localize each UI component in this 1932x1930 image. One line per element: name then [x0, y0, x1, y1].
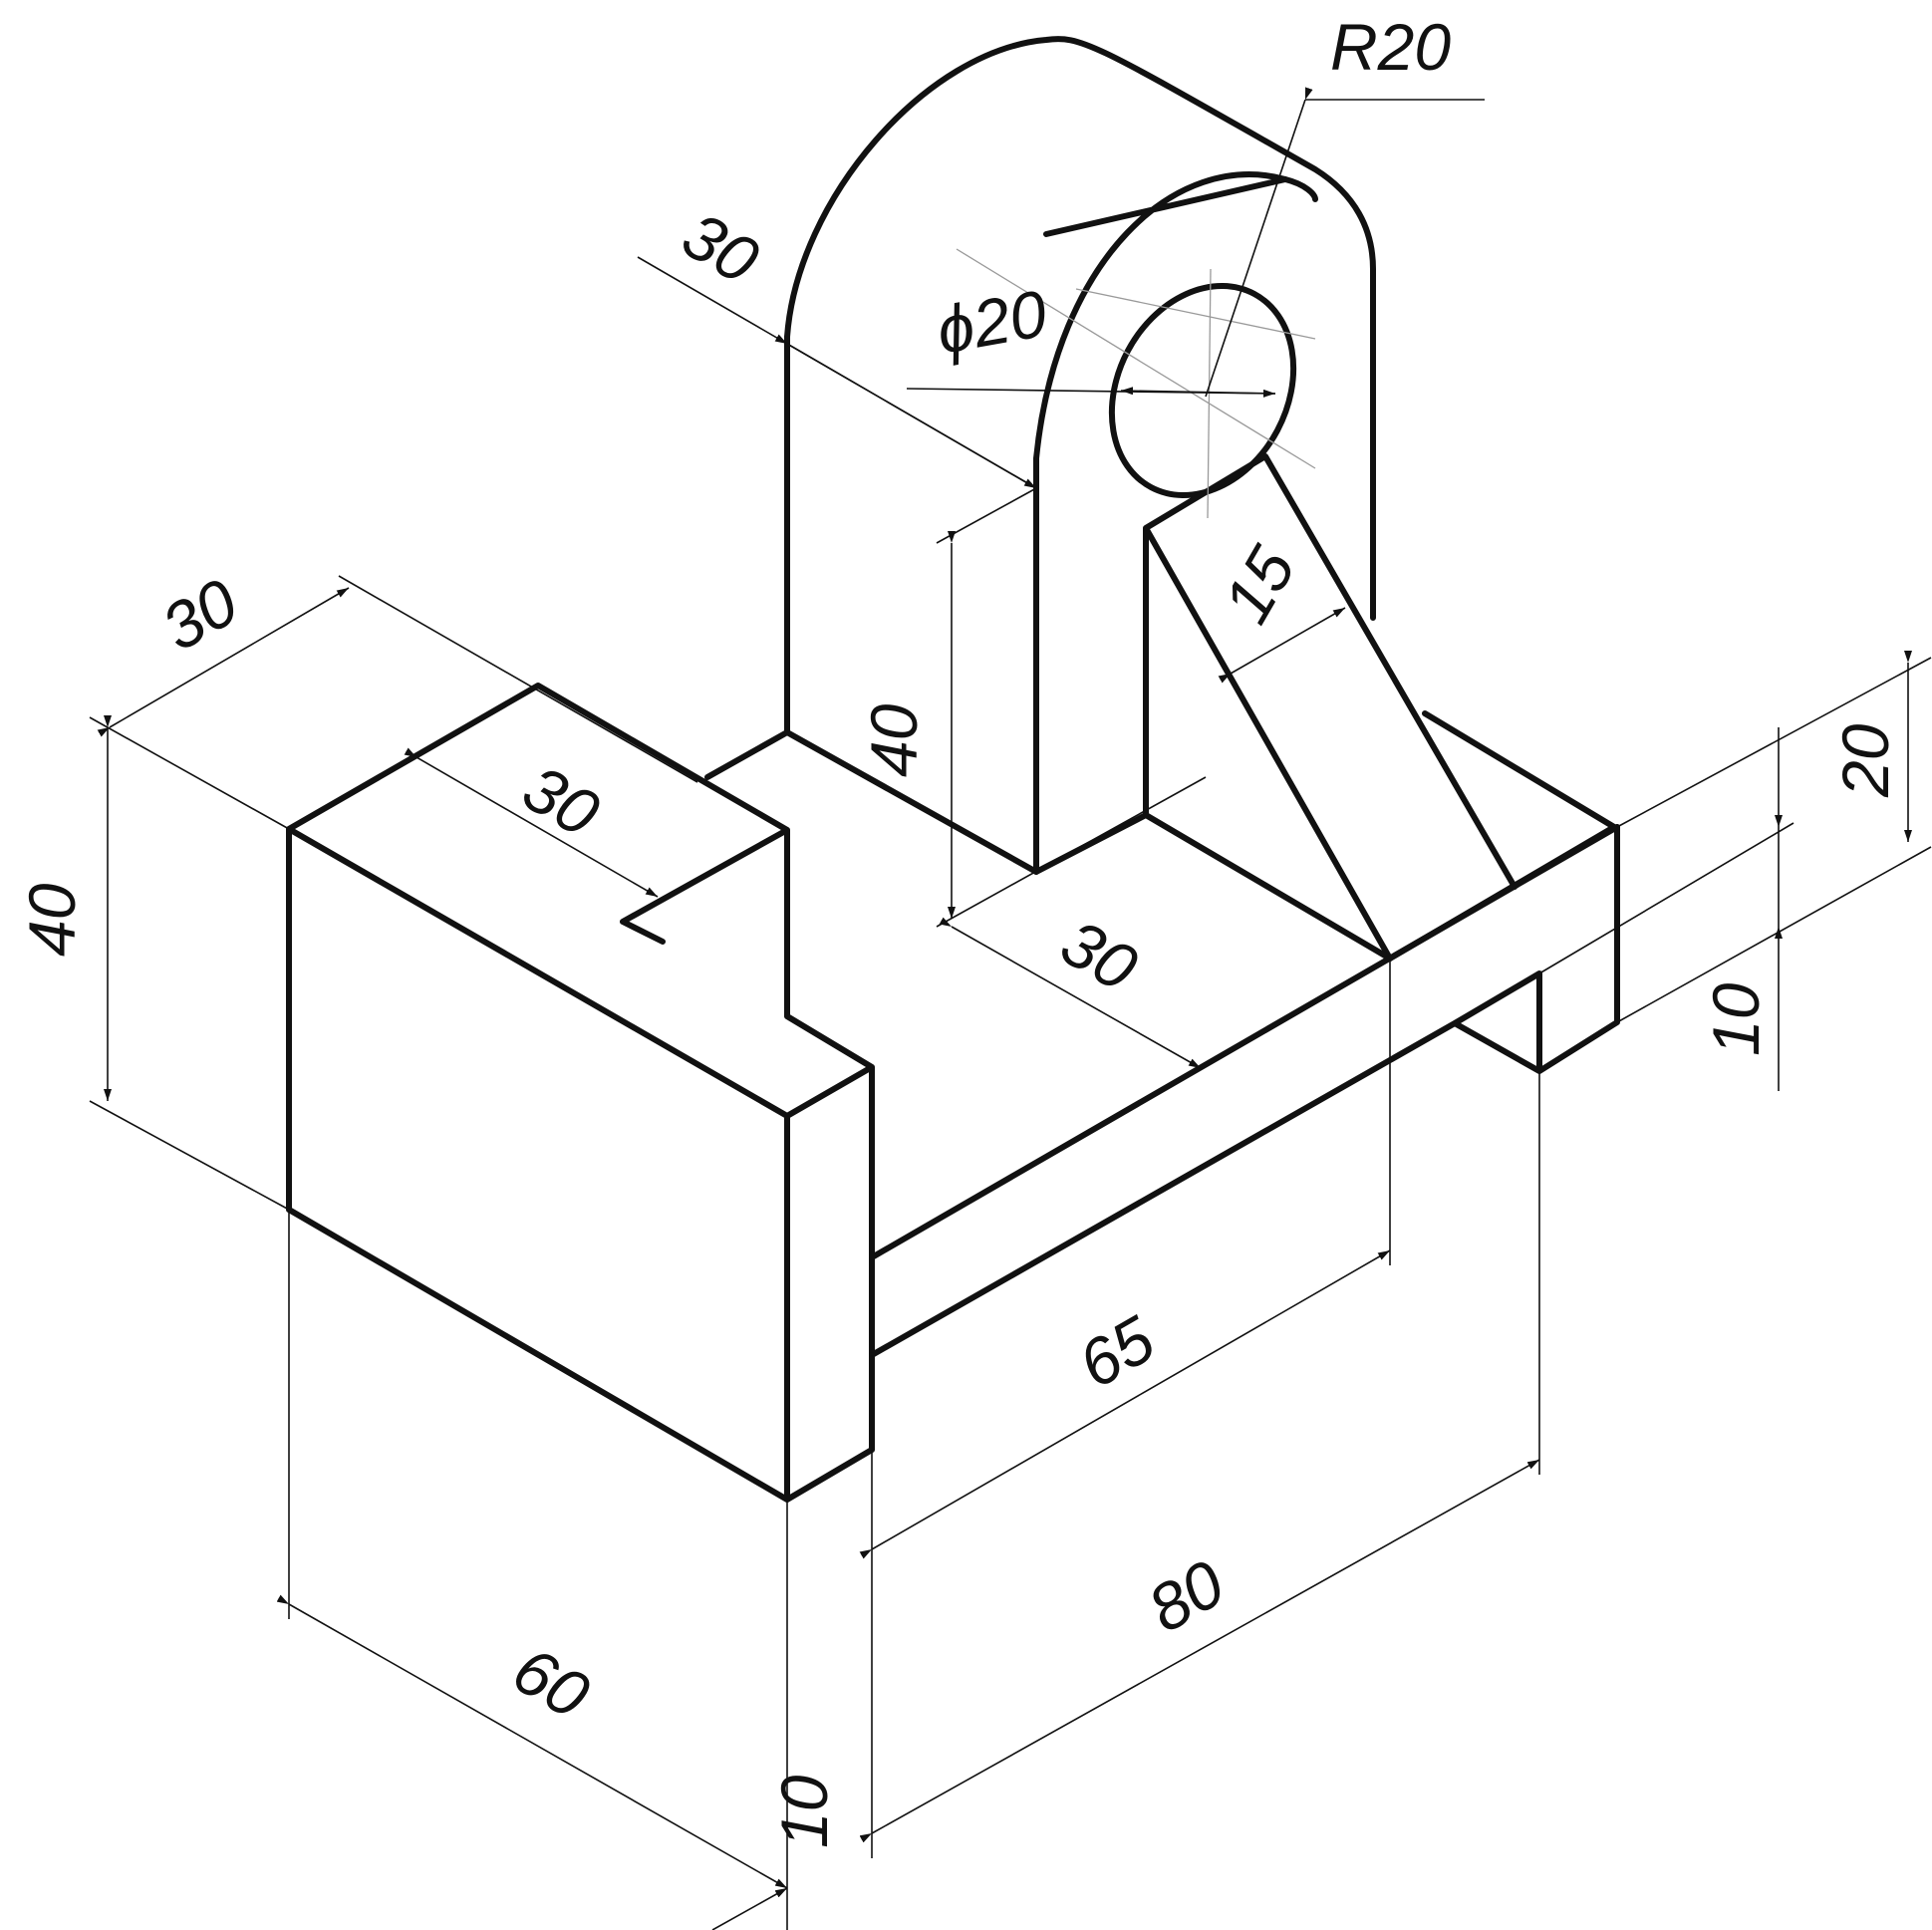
dim-phi20: ϕ20	[932, 276, 1053, 368]
base-front-top	[869, 824, 1620, 1260]
dim-len-80: 80	[1136, 1545, 1237, 1646]
lug-outline	[784, 36, 1376, 621]
dim-r20: R20	[1330, 10, 1451, 84]
part-outline	[286, 36, 1620, 1503]
dimension-lines	[89, 87, 1932, 1930]
dim-step-30: 30	[511, 750, 612, 851]
hole-phi20	[1108, 282, 1297, 499]
dim-left-30: 30	[149, 564, 250, 665]
base-plate	[704, 710, 1617, 962]
dim-left-40: 40	[15, 883, 89, 957]
lug-front-arc	[1033, 171, 1288, 875]
dim-right-10: 10	[1699, 982, 1773, 1056]
dim-bottom-10: 10	[767, 1775, 841, 1848]
dim-width-60: 60	[501, 1632, 602, 1733]
dim-rib-15: 15	[1209, 534, 1309, 635]
rib	[1143, 453, 1518, 962]
dim-right-20: 20	[1828, 723, 1902, 798]
dim-top-30: 30	[671, 197, 771, 298]
dim-mid-40: 40	[857, 703, 931, 777]
base-plate-front	[869, 824, 1620, 1358]
dim-len-65: 65	[1066, 1301, 1167, 1402]
lug-right-edge	[1282, 176, 1318, 202]
center-lines	[956, 248, 1316, 519]
